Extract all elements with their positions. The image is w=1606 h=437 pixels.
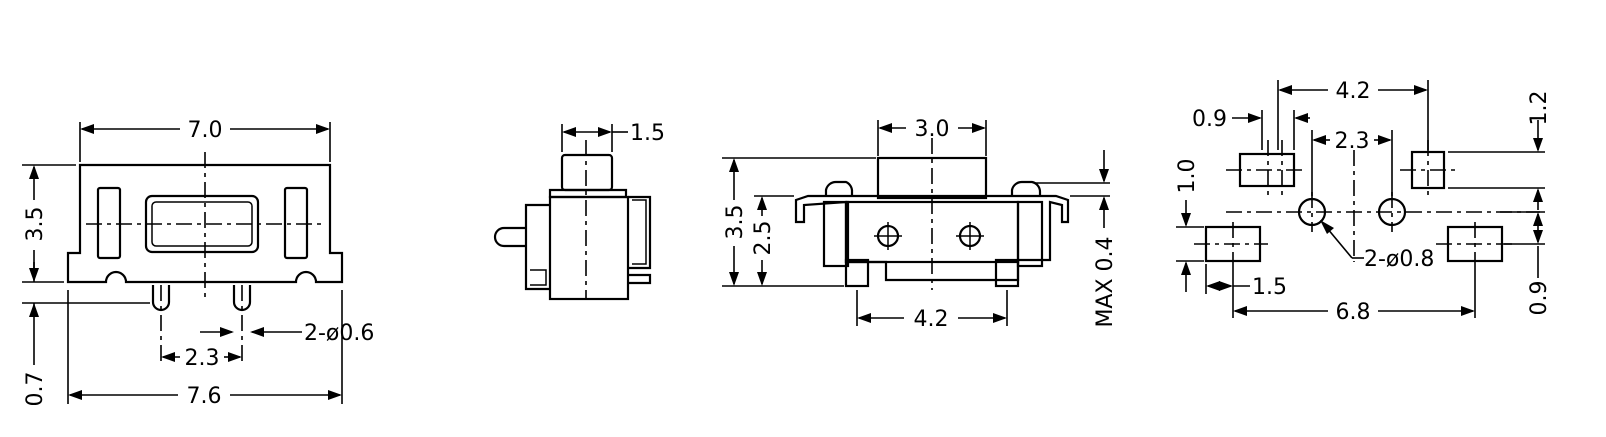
fp-pad-height-left-label: 1.0	[1175, 159, 1200, 194]
fp-pad-width-label: 0.9	[1192, 107, 1227, 132]
front-width-label: 7.0	[188, 118, 223, 143]
fp-hole-pitch-label: 2.3	[1335, 129, 1370, 154]
front-height-label: 3.5	[23, 207, 48, 242]
front-base-width-label: 7.6	[187, 384, 222, 409]
top-max-label: MAX 0.4	[1093, 236, 1118, 327]
side-actuator-label: 1.5	[630, 121, 665, 146]
fp-pad-height-bottom-label: 0.9	[1527, 281, 1552, 316]
fp-outer-pitch-label: 4.2	[1336, 79, 1371, 104]
front-pitch-label: 2.3	[185, 346, 220, 371]
top-view: 3.0 3.5 2.5 MAX 0.4 4.2	[722, 117, 1118, 332]
front-view: 7.0 3.5 0.7 7.6 2.3 2-ø0.6	[22, 118, 374, 409]
front-lead-offset-label: 0.7	[23, 372, 48, 407]
fp-pad-height-right-label: 1.2	[1527, 91, 1552, 126]
front-pin-note: 2-ø0.6	[304, 321, 374, 346]
fp-hole-note: 2-ø0.8	[1364, 247, 1434, 272]
top-height-label: 3.5	[723, 205, 748, 240]
fp-span-label: 6.8	[1336, 300, 1371, 325]
top-actuator-width-label: 3.0	[915, 117, 950, 142]
side-view: 1.5	[493, 121, 665, 301]
top-body-height-label: 2.5	[751, 221, 776, 256]
fp-pad-offset-label: 1.5	[1252, 275, 1287, 300]
top-pitch-label: 4.2	[914, 307, 949, 332]
footprint-view: 4.2 0.9 2.3 1.2 1.0 2-ø0.8 1.5 6.8 0.9	[1175, 79, 1552, 325]
